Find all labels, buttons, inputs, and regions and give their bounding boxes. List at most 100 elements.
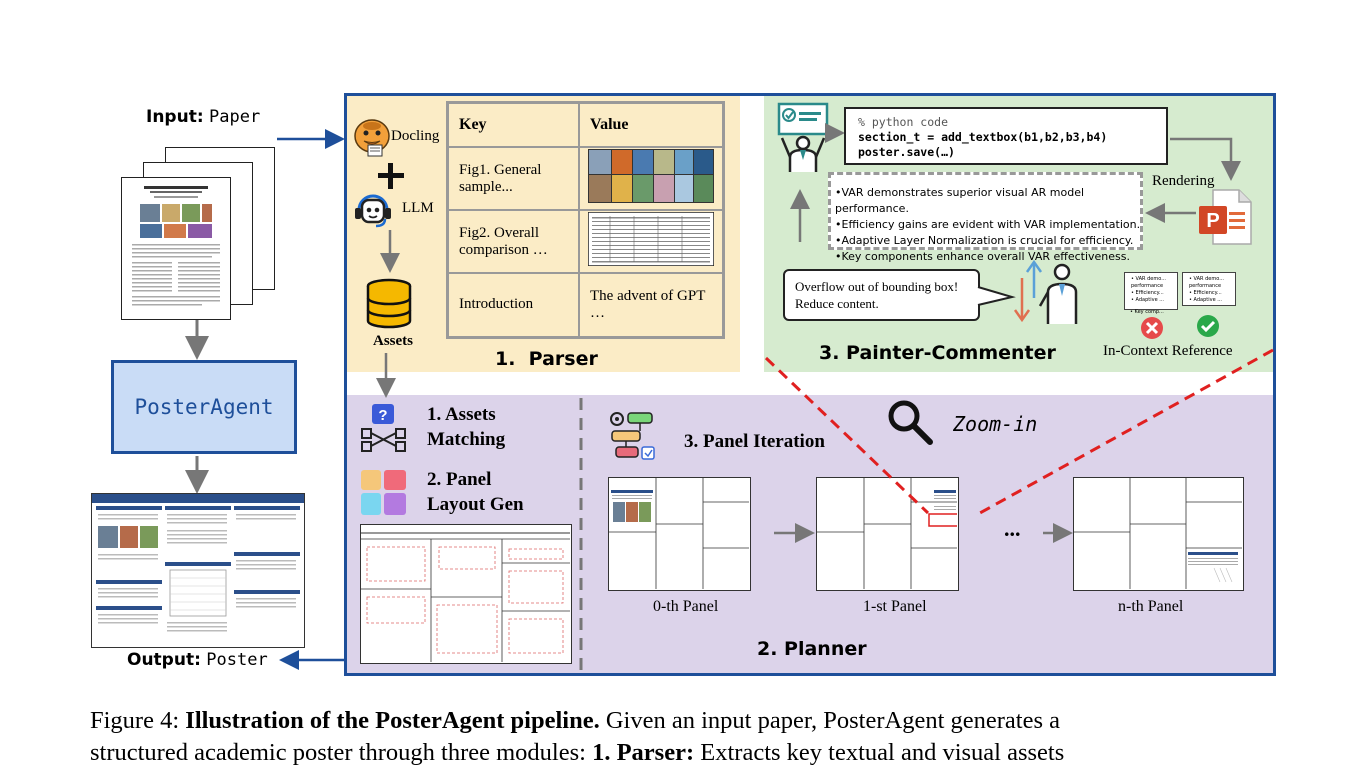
- painter-agent-icon: [777, 102, 829, 172]
- table-row: Fig2. Overall comparison …: [446, 209, 725, 274]
- llm-assistant-icon: [355, 194, 391, 228]
- plus-icon: [378, 163, 404, 189]
- parser-key-value-table: Key Value Fig1. General sample... F: [446, 101, 725, 339]
- card-line: • VAR demo...: [1131, 276, 1166, 282]
- caption-text: Given an input paper, PosterAgent genera…: [599, 707, 1061, 734]
- bullet-line: performance.: [835, 202, 909, 215]
- layout-gen-line-2: Layout Gen: [427, 494, 524, 515]
- panel-label-0: 0-th Panel: [653, 598, 719, 615]
- card-line: performance: [1189, 283, 1222, 289]
- card-line: • Adaptive ...: [1131, 297, 1165, 303]
- panel-iteration-icon: [610, 412, 655, 460]
- bullet-line: •Efficiency gains are evident with VAR i…: [835, 218, 1141, 231]
- assets-matching-line-2: Matching: [427, 429, 506, 450]
- magnifier-icon: [888, 400, 933, 445]
- figure-caption-line-2: structured academic poster through three…: [90, 737, 1290, 768]
- accept-check-icon: [1197, 315, 1219, 337]
- commenter-speech-bubble: Overflow out of bounding box! Reduce con…: [783, 269, 980, 321]
- output-label: Output: Poster: [127, 650, 268, 670]
- table-header-value: Value: [578, 101, 725, 148]
- table-cell-value: The advent of GPT …: [578, 272, 725, 338]
- input-label-text: Paper: [209, 107, 261, 127]
- input-label: Input: Paper: [146, 107, 260, 127]
- poster-agent-box: PosterAgent: [111, 360, 297, 454]
- table-cell-key: Introduction: [446, 272, 580, 338]
- panel-thumbnail-0: [608, 477, 751, 591]
- table-cell-value-image: [578, 209, 725, 274]
- poster-agent-label: PosterAgent: [134, 395, 274, 419]
- speech-text: Overflow out of bounding box! Reduce con…: [795, 279, 959, 311]
- figure-caption-line-1: Figure 4: Illustration of the PosterAgen…: [90, 705, 1290, 736]
- zoom-in-label: Zoom-in: [953, 412, 1038, 436]
- docling-label: Docling: [391, 128, 440, 144]
- assets-matching-icon: ?: [361, 404, 406, 452]
- panel-iteration-label: 3. Panel Iteration: [684, 431, 825, 452]
- panel-thumbnail-n: [1073, 477, 1244, 591]
- table-row: Introduction The advent of GPT …: [446, 272, 725, 338]
- card-line: performance: [1131, 283, 1164, 289]
- bullet-line: •VAR demonstrates superior visual AR mod…: [835, 186, 1085, 199]
- svg-text:?: ?: [378, 407, 387, 424]
- generated-bullets-box: •VAR demonstrates superior visual AR mod…: [828, 172, 1143, 263]
- layout-preview: [360, 524, 572, 664]
- card-line: • Adaptive ...: [1189, 297, 1223, 303]
- panel-ellipsis: ...: [1004, 516, 1021, 541]
- parser-title: 1. Parser: [495, 348, 598, 370]
- assets-label: Assets: [373, 333, 413, 349]
- llm-label: LLM: [402, 200, 434, 216]
- planner-title: 2. Planner: [757, 638, 867, 660]
- assets-matching-line-1: 1. Assets: [427, 404, 496, 425]
- paper-sheet-front: [121, 177, 231, 320]
- panel-thumbnail-1: [816, 477, 982, 591]
- table-header-key: Key: [446, 101, 580, 148]
- paper-page-thumbnail: [132, 186, 220, 306]
- panel-label-1: 1-st Panel: [863, 598, 927, 615]
- table-row: Fig1. General sample...: [446, 146, 725, 211]
- card-line: • Efficiency...: [1189, 290, 1222, 296]
- code-line-textbox: section_t = add_textbox(b1,b2,b3,b4): [858, 130, 1108, 144]
- card-line: • Efficiency...: [1131, 290, 1164, 296]
- painter-commenter-title: 3. Painter-Commenter: [819, 342, 1056, 364]
- card-line: • VAR demo...: [1189, 276, 1224, 282]
- layout-gen-label: 2. Panel Layout Gen: [427, 467, 524, 517]
- input-label-bold: Input:: [146, 107, 204, 127]
- pipeline-frame: [344, 93, 1276, 676]
- reference-card-good: • VAR demo... performance • Efficiency..…: [1182, 272, 1236, 306]
- assets-database-icon: [366, 278, 412, 329]
- output-label-bold: Output:: [127, 650, 201, 670]
- docling-duck-icon: [354, 119, 390, 157]
- bullet-line: •Adaptive Layer Normalization is crucial…: [835, 234, 1134, 247]
- speech-bubble-tail: [976, 286, 1016, 306]
- caption-text: Extracts key textual and visual assets: [694, 739, 1065, 766]
- output-label-text: Poster: [206, 650, 268, 670]
- rendering-label: Rendering: [1152, 173, 1215, 189]
- python-code-box: % python code section_t = add_textbox(b1…: [844, 107, 1168, 165]
- output-poster-thumbnail: [91, 493, 305, 648]
- powerpoint-file-icon: P: [1199, 189, 1252, 245]
- table-header-row: Key Value: [446, 101, 725, 148]
- caption-title: Illustration of the PosterAgent pipeline…: [185, 707, 600, 734]
- caption-module-parser: 1. Parser:: [592, 739, 695, 766]
- card-overflow-text: • Key comp...: [1130, 309, 1164, 315]
- layout-blocks-icon: [361, 470, 406, 515]
- layout-gen-line-1: 2. Panel: [427, 469, 492, 490]
- assets-matching-label: 1. Assets Matching: [427, 402, 505, 452]
- code-comment: % python code: [858, 115, 949, 129]
- reject-x-icon: [1141, 317, 1163, 339]
- panel-label-n: n-th Panel: [1118, 598, 1184, 615]
- code-line-save: poster.save(…): [858, 145, 955, 159]
- table-cell-key: Fig1. General sample...: [446, 146, 580, 211]
- commenter-agent-icon: [1013, 259, 1078, 324]
- sample-images-thumbnail: [588, 149, 714, 203]
- in-context-reference-label: In-Context Reference: [1103, 343, 1233, 359]
- planner-divider: [579, 398, 583, 672]
- reference-card-bad: • VAR demo... performance • Efficiency..…: [1124, 272, 1178, 310]
- svg-text:P: P: [1206, 210, 1219, 232]
- caption-text: structured academic poster through three…: [90, 739, 593, 766]
- table-cell-key: Fig2. Overall comparison …: [446, 209, 580, 274]
